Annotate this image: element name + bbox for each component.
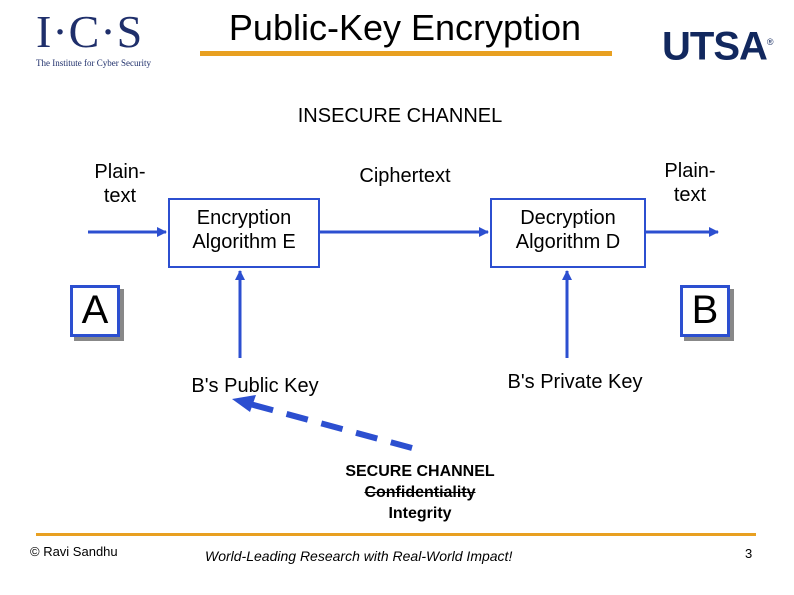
public-key-label: B's Public Key [191,375,319,397]
slide-title: Public-Key Encryption [228,7,582,48]
confidentiality-crossed-out: Confidentiality [364,484,476,501]
party-b-box: B [680,285,730,337]
ciphertext-label: Ciphertext [359,165,451,187]
ics-logo-subtitle: The Institute for Cyber Security [36,58,151,68]
secure-channel-arrowhead [232,395,256,412]
integrity-label: Integrity [388,505,452,522]
page-number: 3 [745,546,753,561]
footer-tagline: World-Leading Research with Real-World I… [205,548,513,564]
utsa-logo-registered-mark: ® [766,37,774,47]
utsa-logo: UTSA® [662,18,773,70]
private-key-label: B's Private Key [507,371,643,393]
plaintext-input-label: Plain- text [94,161,146,207]
secure-channel-block: SECURE CHANNEL Confidentiality Integrity [320,461,520,524]
ics-logo: I·C·S The Institute for Cyber Security [36,8,156,74]
insecure-channel-label: INSECURE CHANNEL [297,105,503,127]
title-underline [200,51,612,56]
secure-channel-dashed-arrow [249,401,413,451]
utsa-logo-text: UTSA [662,24,768,69]
decryption-algorithm-box: Decryption Algorithm D [490,198,646,268]
footer-divider [36,533,756,536]
plaintext-output-label: Plain- text [664,160,716,206]
secure-channel-title: SECURE CHANNEL [345,463,495,480]
ics-logo-mark: I·C·S [36,6,144,57]
party-a-box: A [70,285,120,337]
encryption-algorithm-box: Encryption Algorithm E [168,198,320,268]
footer-author: © Ravi Sandhu [30,544,118,559]
